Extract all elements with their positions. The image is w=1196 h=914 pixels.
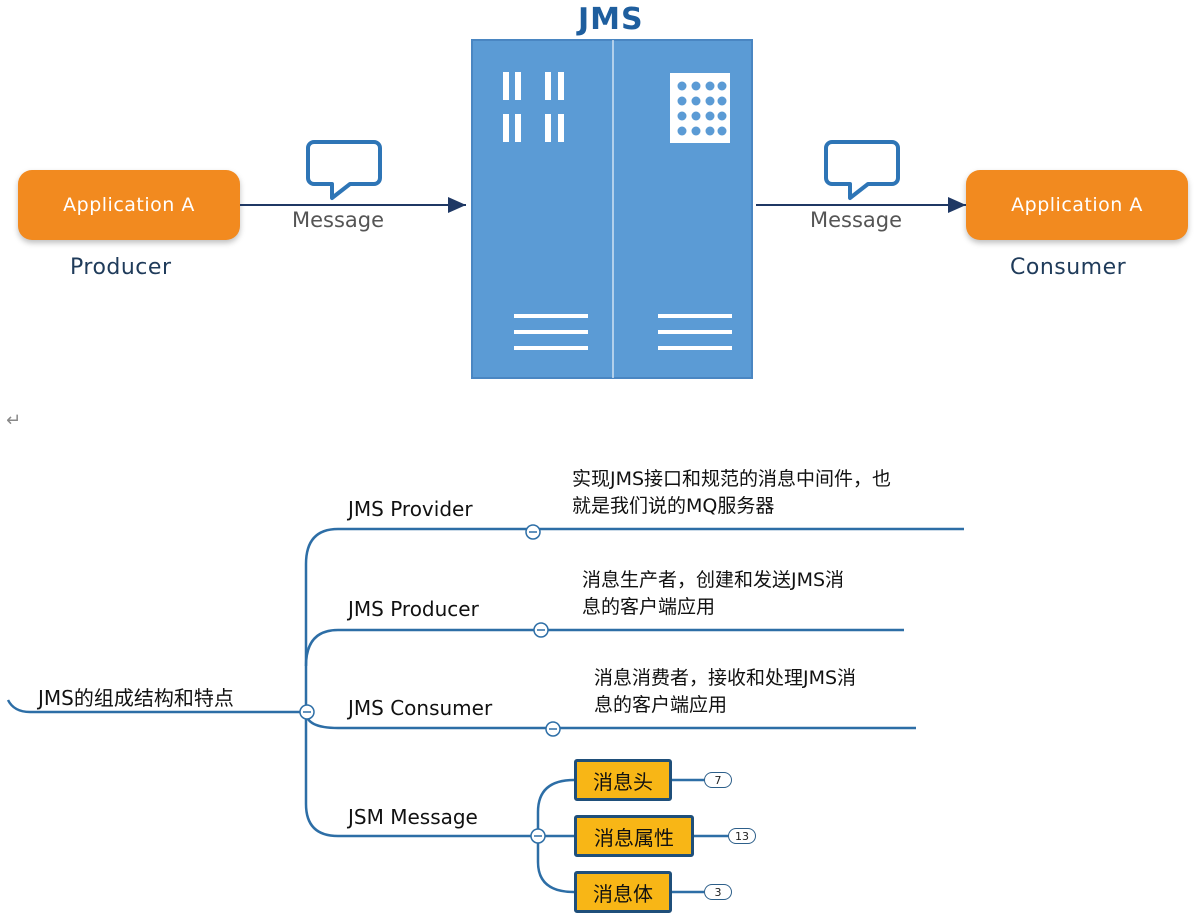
message-label-right: Message: [810, 208, 903, 232]
producer-description-line2: 息的客户端应用: [582, 596, 716, 618]
provider-description-line1: 实现JMS接口和规范的消息中间件，也: [572, 468, 892, 490]
message-bubble-icon-right: [824, 140, 900, 200]
branch-jsm-message[interactable]: JSM Message: [348, 805, 478, 829]
provider-description[interactable]: 实现JMS接口和规范的消息中间件，也 就是我们说的MQ服务器: [572, 466, 891, 520]
consumer-description-line2: 息的客户端应用: [594, 694, 728, 716]
producer-label: Producer: [70, 255, 172, 280]
consumer-description-line1: 消息消费者，接收和处理JMS消: [594, 667, 857, 689]
consumer-application-box: Application A: [966, 170, 1188, 240]
message-label-left: Message: [292, 208, 385, 232]
producer-description[interactable]: 消息生产者，创建和发送JMS消 息的客户端应用: [582, 567, 844, 621]
jms-title: JMS: [578, 2, 644, 37]
producer-application-box: Application A: [18, 170, 240, 240]
jms-server-icon: [471, 39, 753, 379]
branch-jms-producer[interactable]: JMS Producer: [348, 597, 479, 621]
message-header-count-badge[interactable]: 7: [704, 772, 732, 788]
message-header-node[interactable]: 消息头: [574, 759, 672, 801]
message-body-node[interactable]: 消息体: [574, 871, 672, 913]
consumer-description[interactable]: 消息消费者，接收和处理JMS消 息的客户端应用: [594, 665, 856, 719]
message-bubble-icon-left: [306, 140, 382, 200]
architecture-graphics: [240, 39, 966, 379]
provider-description-line2: 就是我们说的MQ服务器: [572, 495, 775, 517]
message-properties-count-badge[interactable]: 13: [728, 828, 756, 844]
mindmap-root-node[interactable]: JMS的组成结构和特点: [38, 686, 234, 710]
branch-jms-consumer[interactable]: JMS Consumer: [348, 696, 493, 720]
producer-description-line1: 消息生产者，创建和发送JMS消: [582, 569, 845, 591]
paragraph-return-mark: ↵: [6, 410, 22, 431]
consumer-label: Consumer: [1010, 255, 1127, 280]
message-properties-node[interactable]: 消息属性: [574, 815, 694, 857]
message-body-count-badge[interactable]: 3: [704, 884, 732, 900]
branch-jms-provider[interactable]: JMS Provider: [348, 497, 473, 521]
mindmap-connectors: [6, 524, 964, 894]
